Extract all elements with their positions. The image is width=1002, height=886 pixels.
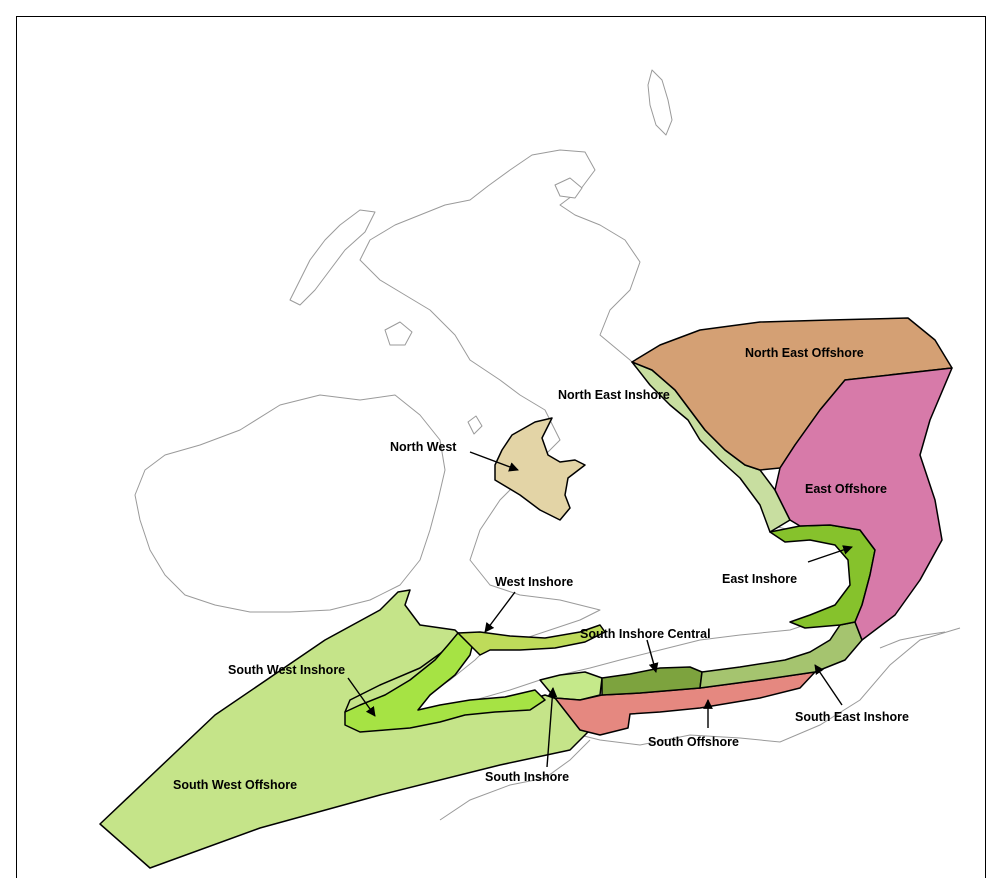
south-west-offshore-zone[interactable] [99, 589, 591, 869]
label-south-west-inshore: South West Inshore [228, 663, 345, 677]
label-west-inshore: West Inshore [495, 575, 573, 589]
label-south-offshore: South Offshore [648, 735, 739, 749]
arrow-east-inshore [807, 545, 853, 563]
isle-of-man [467, 415, 483, 435]
ireland-landmass [134, 394, 446, 613]
label-east-inshore: East Inshore [722, 572, 797, 586]
north-west-zone[interactable] [494, 417, 586, 521]
belgium-coastline [879, 631, 946, 649]
label-east-offshore: East Offshore [805, 482, 887, 496]
arrow-south-inshore [546, 687, 558, 768]
label-north-east-inshore: North East Inshore [558, 388, 670, 402]
arrow-west-inshore [484, 591, 516, 633]
orkney-islands [554, 177, 583, 199]
south-west-inshore-zone[interactable] [344, 632, 546, 733]
label-north-west: North West [390, 440, 457, 454]
label-south-inshore-central: South Inshore Central [580, 627, 711, 641]
arrow-south-east-inshore [814, 664, 843, 706]
west-inshore-zone[interactable] [457, 624, 606, 656]
label-north-east-offshore: North East Offshore [745, 346, 864, 360]
hebrides-islands [289, 209, 376, 306]
label-south-west-offshore: South West Offshore [173, 778, 297, 792]
brittany-coastline [439, 739, 591, 821]
label-south-east-inshore: South East Inshore [795, 710, 909, 724]
arrow-south-west-inshore [347, 677, 376, 717]
arrow-north-west [469, 451, 519, 472]
shetland-islands [647, 69, 673, 136]
france-coastline [559, 627, 961, 746]
east-offshore-zone[interactable] [774, 367, 953, 641]
islay-island [384, 321, 413, 346]
label-south-inshore: South Inshore [485, 770, 569, 784]
arrow-south-inshore-central [646, 639, 659, 673]
